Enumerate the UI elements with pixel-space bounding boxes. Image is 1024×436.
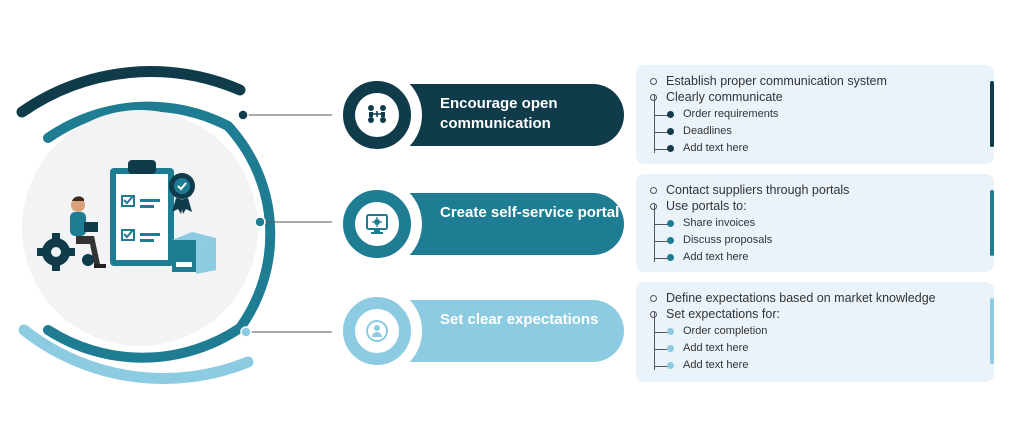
sub-item: Add text here	[667, 342, 748, 354]
bullet-item: Contact suppliers through portals	[650, 183, 849, 197]
sub-item: Add text here	[667, 142, 748, 154]
step-details-panel-1: Establish proper communication system Cl…	[636, 65, 994, 164]
sub-item: Add text here	[667, 251, 748, 263]
bullet-item: Set expectations for:	[650, 307, 780, 321]
sub-item: Add text here	[667, 359, 748, 371]
sub-item: Order completion	[667, 325, 767, 337]
step-title: Encourage open communication	[440, 95, 558, 132]
step-pill-3: Set clear expectations	[332, 286, 624, 376]
portal-monitor-icon	[355, 202, 399, 246]
bullet-item: Define expectations based on market know…	[650, 291, 936, 305]
bullet-item: Clearly communicate	[650, 90, 783, 104]
step-details-panel-2: Contact suppliers through portals Use po…	[636, 174, 994, 272]
step-pill-1: Encourage open communication	[332, 70, 624, 160]
sub-item: Order requirements	[667, 108, 778, 120]
target-people-icon	[355, 309, 399, 353]
step-title: Set clear expectations	[440, 311, 599, 328]
team-communication-icon	[355, 93, 399, 137]
step-pill-2: Create self-service portal	[332, 179, 624, 269]
supplier-checklist-illustration	[37, 160, 216, 274]
bullet-item: Establish proper communication system	[650, 74, 887, 88]
step-details-panel-3: Define expectations based on market know…	[636, 282, 994, 382]
sub-item: Discuss proposals	[667, 234, 772, 246]
sub-item: Share invoices	[667, 217, 755, 229]
sub-item: Deadlines	[667, 125, 732, 137]
step-title: Create self-service portal	[440, 204, 620, 221]
bullet-item: Use portals to:	[650, 199, 747, 213]
